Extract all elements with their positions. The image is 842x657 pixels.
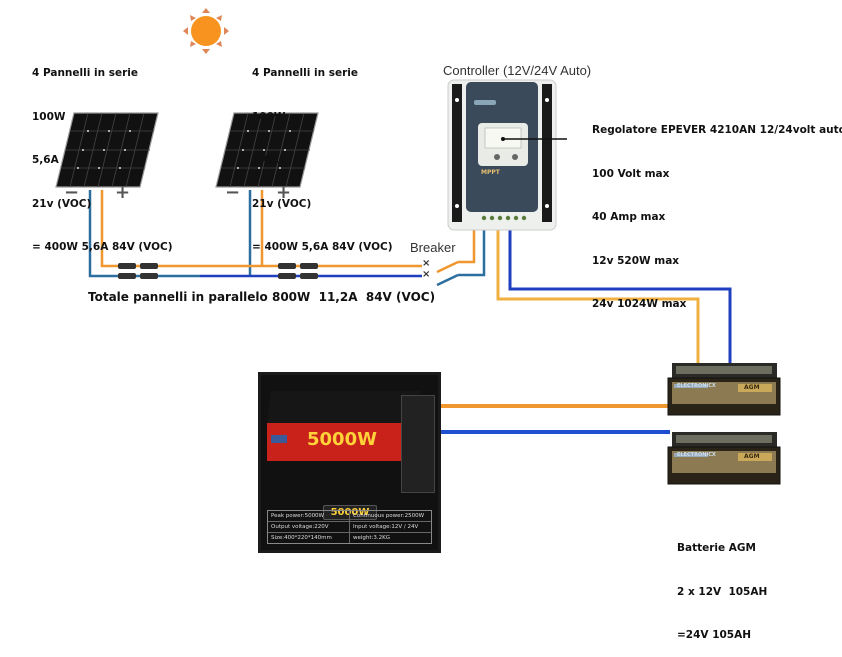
inverter-front-panel: 5000W	[267, 423, 407, 461]
panel-spec-line: 5,6A	[32, 154, 59, 166]
panel-spec-line: = 400W 5,6A 84V (VOC)	[32, 241, 173, 253]
battery-caption-line: Batterie AGM	[677, 542, 756, 554]
panel-spec-line: 100W	[252, 110, 286, 123]
panel-1-negative-wire	[88, 190, 200, 278]
inverter-wires	[441, 404, 670, 434]
panel-spec-line: 21v (VOC)	[252, 197, 312, 210]
panel-spec-line: 100W	[32, 110, 66, 123]
controller-spec-line: 24v 1024W max	[592, 298, 687, 310]
controller-spec-line: 40 Amp max	[592, 211, 666, 223]
table-row: Peak power:5000W Continuous power:2500W	[268, 511, 431, 522]
positive-terminal-label: +	[115, 182, 131, 203]
controller-spec-line: Regolatore EPEVER 4210AN 12/24volt auto	[592, 124, 842, 136]
panel-group-title: 4 Pannelli in serie	[252, 67, 358, 79]
inverter-logo	[271, 435, 287, 443]
panel-spec-line: 5,6A	[252, 154, 279, 166]
breaker-switch	[436, 230, 486, 287]
battery-caption-line: =24V 105AH	[677, 629, 752, 641]
parallel-total-label: Totale pannelli in parallelo 800W 11,2A …	[88, 290, 436, 304]
positive-terminal-label: +	[276, 182, 292, 203]
controller-device-label: MPPT	[481, 169, 500, 176]
battery-1-type: AGM	[744, 384, 760, 391]
battery-2-type: AGM	[744, 453, 760, 460]
mc4-connector	[278, 263, 296, 269]
sun-icon	[183, 8, 229, 54]
charge-controller-device	[447, 79, 567, 231]
panel-spec-line: = 400W 5,6A 84V (VOC)	[252, 241, 393, 253]
breaker-mark-positive: ×	[422, 258, 431, 269]
breaker-label: Breaker	[410, 240, 456, 255]
solar-panel-1	[55, 112, 159, 188]
panel-spec-line: 21v (VOC)	[32, 197, 92, 210]
battery-caption-line: 2 x 12V 105AH	[677, 585, 768, 598]
wiring-diagram	[55, 8, 781, 485]
table-row: Output voltage:220V Input voltage:12V / …	[268, 522, 431, 533]
breaker-mark-negative: ×	[422, 269, 431, 280]
panel-1-positive-wire	[100, 190, 200, 268]
battery-caption: Batterie AGM 2 x 12V 105AH =24V 105AH	[677, 512, 767, 657]
table-cell: Peak power:5000W	[271, 513, 324, 519]
mc4-connectors	[118, 263, 318, 279]
mc4-connector	[118, 263, 136, 269]
controller-heading: Controller (12V/24V Auto)	[443, 63, 592, 78]
battery-2	[667, 432, 781, 485]
inverter-badge: 5000W	[323, 505, 377, 520]
controller-battery-negative-wire	[508, 230, 732, 365]
negative-terminal-label: −	[64, 182, 80, 203]
table-cell: weight:3.2KG	[349, 533, 431, 543]
mc4-connector	[140, 263, 158, 269]
controller-battery-positive-wire	[496, 230, 700, 365]
table-cell: Output voltage:220V	[271, 524, 329, 530]
inverter-heatsink	[267, 391, 421, 425]
inverter-spec-table: Peak power:5000W Continuous power:2500W …	[267, 510, 432, 544]
controller-spec-line: 12v 520W max	[592, 254, 680, 267]
negative-terminal-label: −	[225, 182, 241, 203]
battery-2-brand: ELECTRONICX	[677, 452, 716, 458]
inverter-power-display: 5000W	[307, 429, 377, 450]
solar-panel-2	[215, 112, 319, 188]
inverter-side-panel	[401, 395, 435, 493]
panel-group-1-specs: 4 Pannelli in serie 100W 5,6A 21v (VOC) …	[32, 37, 173, 269]
mc4-connector	[300, 263, 318, 269]
mc4-connector	[278, 273, 296, 279]
table-cell: Size:400*220*140mm	[271, 535, 332, 541]
mc4-connector	[300, 273, 318, 279]
controller-specs: Regolatore EPEVER 4210AN 12/24volt auto …	[592, 94, 842, 326]
table-cell: Input voltage:12V / 24V	[349, 522, 431, 532]
mc4-connector	[118, 273, 136, 279]
table-row: Size:400*220*140mm weight:3.2KG	[268, 533, 431, 543]
table-cell: Continuous power:2500W	[349, 511, 431, 521]
battery-1	[667, 363, 781, 416]
battery-1-brand: ELECTRONICX	[677, 383, 716, 389]
battery-wires	[496, 230, 732, 365]
inverter-image: 5000W 5000W Peak power:5000W Continuous …	[258, 372, 441, 553]
mc4-connector	[140, 273, 158, 279]
panel-group-2-specs: 4 Pannelli in serie 100W 5,6A 21v (VOC) …	[252, 37, 393, 269]
controller-spec-line: 100 Volt max	[592, 167, 670, 180]
panel-group-title: 4 Pannelli in serie	[32, 67, 138, 79]
